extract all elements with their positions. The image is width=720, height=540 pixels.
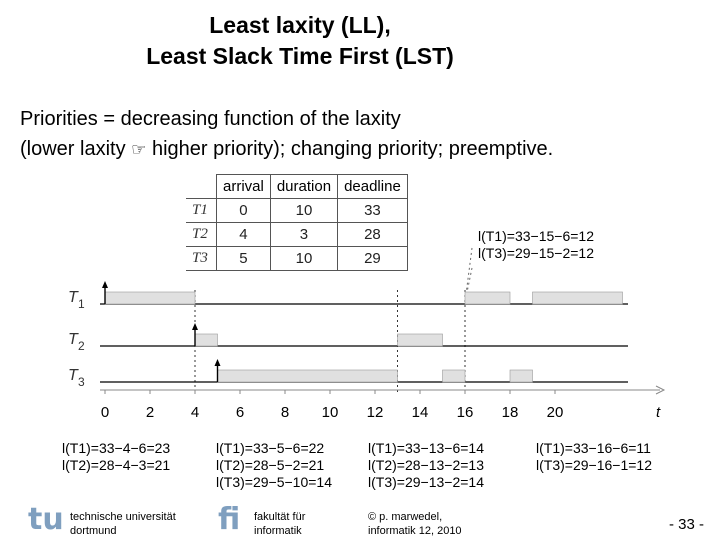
table-header-row: arrival duration deadline [186,174,408,199]
laxity-line: l(T2)=28−13−2=13 [368,457,484,473]
tick-label: 6 [236,404,244,421]
tick-label: 12 [367,404,384,421]
table-cell: 29 [337,246,408,271]
table-header: arrival [216,174,271,199]
footer-text: fakultät für [254,511,306,523]
title-line-1: Least laxity (LL), [209,12,391,38]
task-name: T3 [186,246,217,271]
execution-bar [442,369,466,383]
execution-bar [532,291,623,305]
footer-text: technische universität [70,511,176,523]
table-cell: 10 [269,246,339,271]
slide-title: Least laxity (LL), Least Slack Time Firs… [60,10,540,72]
table-header: deadline [337,174,408,199]
table-cell: 3 [269,222,339,247]
table-cell: 33 [337,198,408,223]
task-label: T [68,289,79,306]
laxity-line: l(T3)=29−15−2=12 [478,245,594,261]
intro-line-2-pre: (lower laxity [20,138,132,160]
intro-line-2: (lower laxity ☞ higher priority); changi… [20,134,553,165]
slide-footer: tu technische universität dortmund fi fa… [0,500,720,540]
laxity-line: l(T2)=28−5−2=21 [216,457,325,473]
pointing-hand-icon: ☞ [131,140,147,160]
footer-faculty: fakultät für informatik [254,510,305,538]
tick-label: 10 [322,404,339,421]
task-name: T1 [186,198,217,223]
title-line-2: Least Slack Time First (LST) [146,43,454,69]
laxity-group-t16b: l(T1)=33−16−6=11 l(T3)=29−16−1=12 [536,440,652,474]
arrival-arrowhead [102,281,108,288]
laxity-line: l(T1)=33−13−6=14 [368,440,484,456]
fi-logo: fi [218,502,241,537]
laxity-line: l(T1)=33−15−6=12 [478,228,594,244]
task-name: T2 [186,222,217,247]
intro-text: Priorities = decreasing function of the … [20,104,553,165]
laxity-line: l(T1)=33−16−6=11 [536,440,651,456]
tick-label: 2 [146,404,154,421]
laxity-line: l(T3)=29−16−1=12 [536,457,652,473]
annotation-pointer [464,267,473,303]
arrival-arrowhead [214,359,221,366]
task-label-subscript: 1 [78,297,85,311]
task-label: T [68,367,79,384]
tick-label: 0 [101,404,109,421]
tick-label: 4 [191,404,199,421]
task-label-subscript: 3 [78,375,85,389]
task-table: arrival duration deadline T1 0 10 33 T2 … [186,174,408,271]
task-label-subscript: 2 [78,339,85,353]
page-number: - 33 - [668,516,704,533]
tick-label: 8 [281,404,289,421]
laxity-line: l(T1)=33−5−6=22 [216,440,325,456]
time-axis-arrowhead [655,385,666,395]
tick-label: 20 [547,404,564,421]
execution-bar [397,333,443,347]
laxity-line: l(T3)=29−5−10=14 [216,474,332,490]
intro-line-2-post: higher priority); changing priority; pre… [146,138,554,160]
laxity-group-t4: l(T1)=33−4−6=23 l(T2)=28−4−3=21 [62,440,170,474]
execution-bar [217,369,398,383]
execution-bar [464,291,511,305]
tick-label: 14 [412,404,429,421]
laxity-line: l(T1)=33−4−6=23 [62,440,171,456]
arrival-arrowhead [192,323,198,330]
table-cell: 5 [216,246,271,271]
task-label: T [68,331,79,348]
table-row: T3 5 10 29 [186,246,408,271]
laxity-line: l(T2)=28−4−3=21 [62,457,171,473]
execution-bar [509,369,533,383]
laxity-line: l(T3)=29−13−2=14 [368,474,484,490]
laxity-group-t16: l(T1)=33−15−6=12 l(T3)=29−15−2=12 [478,228,594,262]
tick-label: 16 [457,404,474,421]
laxity-group-t5: l(T1)=33−5−6=22 l(T2)=28−5−2=21 l(T3)=29… [216,440,332,491]
footer-university: technische universität dortmund [70,510,176,538]
axis-label: t [656,404,661,421]
footer-text: informatik 12, 2010 [368,525,462,537]
footer-text: informatik [254,525,302,537]
table-cell: 10 [269,198,339,223]
tu-dortmund-logo: tu [28,502,64,537]
execution-bar [104,291,196,305]
intro-line-1: Priorities = decreasing function of the … [20,108,401,130]
footer-copyright: © p. marwedel, informatik 12, 2010 [368,510,462,538]
laxity-group-t13: l(T1)=33−13−6=14 l(T2)=28−13−2=13 l(T3)=… [368,440,484,491]
execution-bar [194,333,218,347]
footer-text: dortmund [70,525,117,537]
tick-label: 18 [502,404,519,421]
footer-text: © p. marwedel, [368,511,443,523]
